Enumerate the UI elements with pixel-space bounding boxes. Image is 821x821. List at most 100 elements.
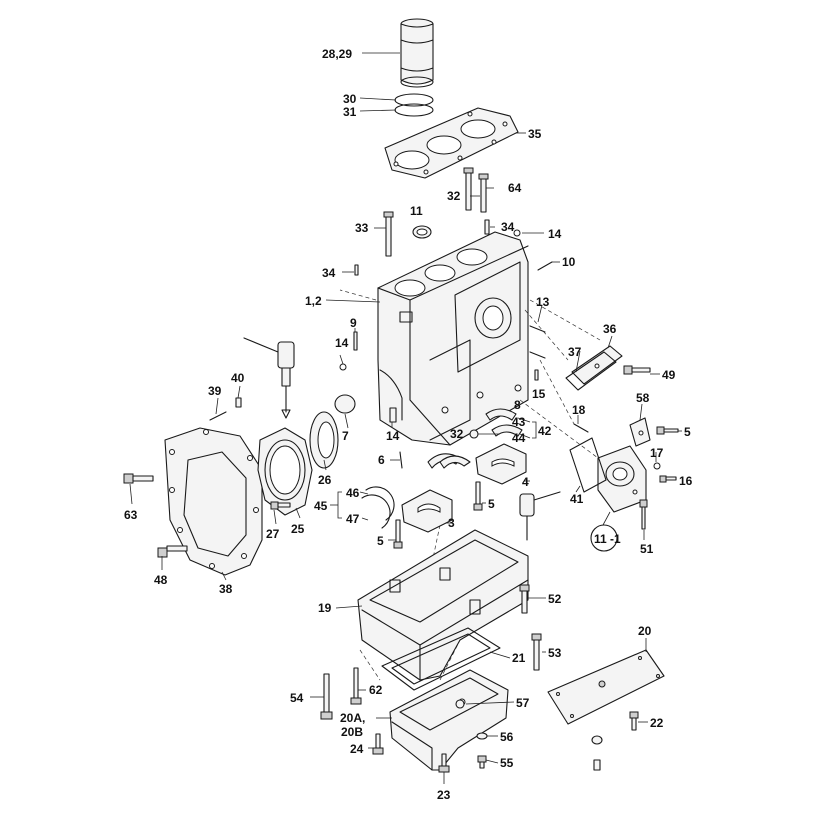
callout: 25 xyxy=(291,522,305,536)
callout: 10 xyxy=(562,255,576,269)
callout: 47 xyxy=(346,512,360,526)
callout: 39 xyxy=(208,384,222,398)
oil-pan-lower xyxy=(389,669,509,771)
callout: 15 xyxy=(532,387,546,401)
head-gasket xyxy=(384,107,519,179)
callout: 7 xyxy=(342,429,349,443)
callout: 33 xyxy=(355,221,369,235)
callout: 8 xyxy=(514,398,521,412)
callout: 17 xyxy=(650,446,664,460)
callout: 43 xyxy=(512,415,526,429)
cover-plate xyxy=(565,345,623,391)
callout: 48 xyxy=(154,573,168,587)
callout: 18 xyxy=(572,403,586,417)
callout: 58 xyxy=(636,391,650,405)
plug-7 xyxy=(334,394,356,414)
callout: 38 xyxy=(219,582,233,596)
nozzle xyxy=(469,429,479,439)
plug-55 xyxy=(477,755,487,769)
callout: 5 xyxy=(377,534,384,548)
callout: 54 xyxy=(290,691,304,705)
head-bolts xyxy=(354,167,521,276)
pump-gasket xyxy=(569,437,607,493)
callout: 4 xyxy=(522,475,529,489)
callout: 53 xyxy=(548,646,562,660)
washer-56 xyxy=(476,732,488,740)
callout: 37 xyxy=(568,345,582,359)
bolt-62 xyxy=(350,667,362,705)
callout: 22 xyxy=(650,716,664,730)
leader-lines xyxy=(129,52,682,784)
pin-18 xyxy=(573,423,589,433)
callout: 20A, xyxy=(340,711,365,725)
dowel-39 xyxy=(209,411,227,421)
callout: 62 xyxy=(369,683,383,697)
callout: 34 xyxy=(322,266,336,280)
oil-pan-gasket xyxy=(381,627,501,691)
callout: 46 xyxy=(346,486,360,500)
callout: 57 xyxy=(516,696,530,710)
callout: 14 xyxy=(335,336,349,350)
bolt-22 xyxy=(629,711,639,731)
bolt-63 xyxy=(123,473,154,484)
callout: 32 xyxy=(450,427,464,441)
callout: 23 xyxy=(437,788,451,802)
plug-40 xyxy=(235,397,242,408)
callout: 34 xyxy=(501,220,515,234)
callout: 1,2 xyxy=(305,294,322,308)
sensor-right xyxy=(519,491,561,541)
callout: 14 xyxy=(548,227,562,241)
callout: 6 xyxy=(378,453,385,467)
callout: 51 xyxy=(640,542,654,556)
callout: 11 xyxy=(410,204,423,218)
callout: 32 xyxy=(447,189,461,203)
seal-housing xyxy=(257,427,313,516)
callout: 13 xyxy=(536,295,550,309)
callout: 3 xyxy=(448,516,455,530)
callout: 24 xyxy=(350,742,364,756)
o-rings xyxy=(394,93,434,117)
drain-plug-57 xyxy=(455,699,465,709)
bearing-caps xyxy=(401,443,527,533)
callout: 5 xyxy=(684,425,691,439)
bolt-52 xyxy=(519,584,530,614)
bracket xyxy=(629,417,651,447)
bolt-54 xyxy=(320,673,333,720)
callout: 28,29 xyxy=(322,47,352,61)
callout: 35 xyxy=(528,127,542,141)
callout: 52 xyxy=(548,592,562,606)
callout: 55 xyxy=(500,756,514,770)
oil-pan-upper xyxy=(357,529,529,681)
rear-plate xyxy=(164,427,263,576)
cylinder-liner xyxy=(400,18,434,88)
pin xyxy=(537,261,553,271)
oil-pump-circle xyxy=(590,524,618,552)
oil-seal xyxy=(309,411,339,469)
callout: 45 xyxy=(314,499,328,513)
callout: 40 xyxy=(231,371,245,385)
callout: 31 xyxy=(343,105,357,119)
bolt-48 xyxy=(157,545,188,558)
callout: 41 xyxy=(570,492,584,506)
callout: 9 xyxy=(350,316,357,330)
callout: 14 xyxy=(386,429,400,443)
callout: 21 xyxy=(512,651,526,665)
cylinder-block xyxy=(377,231,529,446)
pin-6 xyxy=(399,451,403,469)
small-pins xyxy=(339,325,546,423)
bolt-24 xyxy=(372,733,384,755)
callout: 19 xyxy=(318,601,332,615)
callout: 42 xyxy=(538,424,552,438)
oil-pump xyxy=(597,445,647,513)
callout: 44 xyxy=(512,431,526,445)
callout: 26 xyxy=(318,473,332,487)
callout: 36 xyxy=(603,322,617,336)
thrust-washers xyxy=(361,486,395,529)
plug-bottom-right xyxy=(591,735,603,771)
callout: 16 xyxy=(679,474,693,488)
sensor-left xyxy=(243,337,295,419)
bolt-51 xyxy=(639,499,648,530)
cover-plate-20 xyxy=(547,649,665,725)
callout: 63 xyxy=(124,508,138,522)
